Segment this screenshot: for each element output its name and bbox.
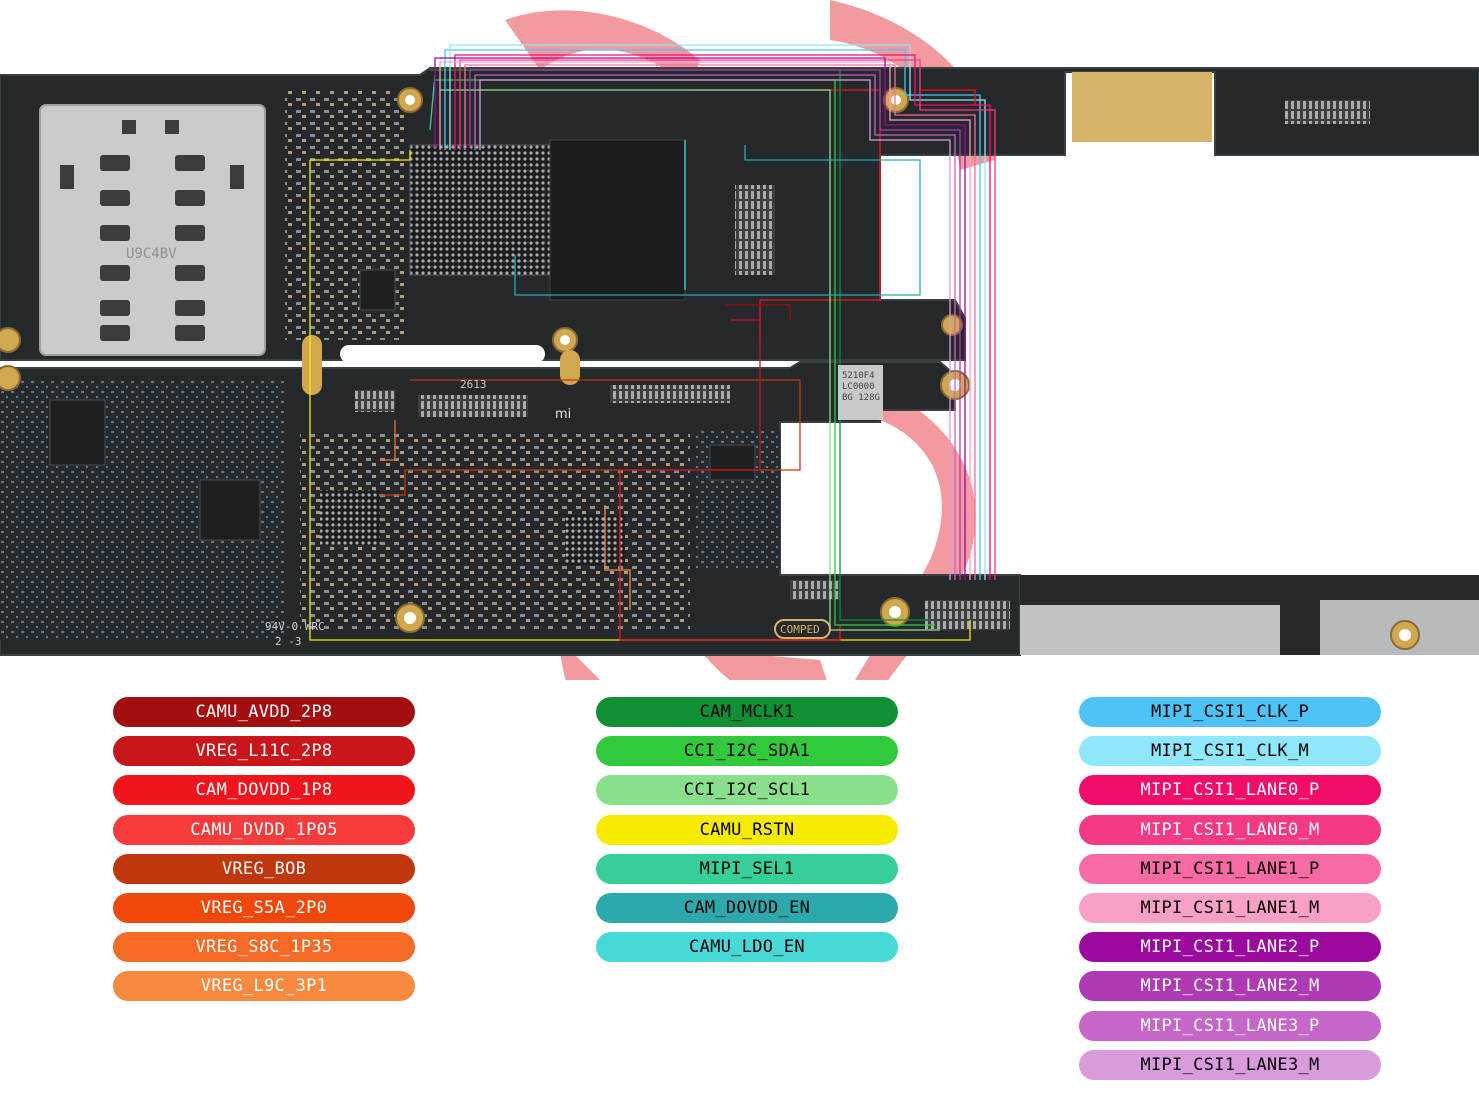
silkscreen-board-code: 2613	[460, 378, 487, 391]
legend-item-mipi-csi1-lane1-p: MIPI_CSI1_LANE1_P	[1079, 853, 1381, 884]
comped-badge-text: COMPED	[780, 623, 820, 636]
legend-item-vreg-bob: VREG_BOB	[113, 853, 415, 884]
brand-logo: mi	[555, 407, 571, 422]
legend-item-vreg-s8c-1p35: VREG_S8C_1P35	[113, 932, 415, 963]
legend-item-mipi-csi1-lane2-m: MIPI_CSI1_LANE2_M	[1079, 971, 1381, 1002]
legend-item-mipi-csi1-lane1-m: MIPI_CSI1_LANE1_M	[1079, 893, 1381, 923]
gold-contact	[1072, 72, 1212, 142]
legend-item-mipi-csi1-clk-m: MIPI_CSI1_CLK_M	[1079, 736, 1381, 767]
camera-connector	[925, 600, 1010, 630]
ic-chip	[359, 269, 396, 311]
board-connector	[735, 185, 775, 275]
legend-item-cam-dovdd-en: CAM_DOVDD_EN	[596, 893, 898, 923]
comped-badge: COMPED	[774, 619, 831, 639]
sim-tray-marking: U9C4BV	[126, 246, 177, 262]
pmic-bga	[565, 515, 625, 565]
board-slot	[560, 350, 580, 385]
legend-item-mipi-csi1-clk-p: MIPI_CSI1_CLK_P	[1079, 697, 1381, 727]
board-connector	[610, 385, 730, 403]
legend-item-mipi-csi1-lane3-m: MIPI_CSI1_LANE3_M	[1079, 1049, 1381, 1080]
legend-item-camu-rstn: CAMU_RSTN	[596, 814, 898, 845]
legend-item-mipi-csi1-lane2-p: MIPI_CSI1_LANE2_P	[1079, 932, 1381, 963]
legend-item-mipi-csi1-lane3-p: MIPI_CSI1_LANE3_P	[1079, 1010, 1381, 1041]
memory-chip	[549, 139, 686, 301]
board-connector	[355, 390, 395, 412]
legend-item-mipi-csi1-lane0-m: MIPI_CSI1_LANE0_M	[1079, 814, 1381, 845]
pmic-bga	[320, 490, 380, 545]
board-slot	[340, 345, 545, 363]
board-connector	[418, 395, 528, 417]
board-slot	[302, 335, 322, 395]
legend-item-mipi-csi1-lane0-p: MIPI_CSI1_LANE0_P	[1079, 775, 1381, 806]
legend-item-vreg-l9c-3p1: VREG_L9C_3P1	[113, 971, 415, 1002]
silkscreen-ul-rating: 94V-0 WRC	[265, 620, 325, 633]
legend-item-mipi-sel1: MIPI_SEL1	[596, 853, 898, 884]
silkscreen-rev: 2 -3	[275, 635, 302, 648]
board-connector	[790, 580, 840, 600]
ic-chip	[709, 444, 756, 481]
legend-item-cam-dovdd-1p8: CAM_DOVDD_1P8	[113, 775, 415, 806]
legend-item-camu-dvdd-1p05: CAMU_DVDD_1P05	[113, 814, 415, 845]
soc-bga	[409, 144, 551, 276]
pcb-board-diagram: U9C4BV	[0, 0, 1479, 680]
ic-chip	[49, 399, 106, 466]
metal-shield	[1020, 605, 1280, 655]
legend-item-cam-mclk1: CAM_MCLK1	[596, 697, 898, 727]
board-connector	[1285, 100, 1370, 124]
legend-item-vreg-l11c-2p8: VREG_L11C_2P8	[113, 736, 415, 767]
legend-item-camu-ldo-en: CAMU_LDO_EN	[596, 932, 898, 963]
ic-chip	[199, 479, 261, 541]
legend-item-cci-i2c-sda1: CCI_I2C_SDA1	[596, 736, 898, 767]
legend-item-vreg-s5a-2p0: VREG_S5A_2P0	[113, 893, 415, 923]
sim-tray: U9C4BV	[39, 104, 266, 356]
legend-item-camu-avdd-2p8: CAMU_AVDD_2P8	[113, 697, 415, 727]
signal-traces	[309, 44, 996, 641]
legend-item-cci-i2c-scl1: CCI_I2C_SCL1	[596, 775, 898, 806]
